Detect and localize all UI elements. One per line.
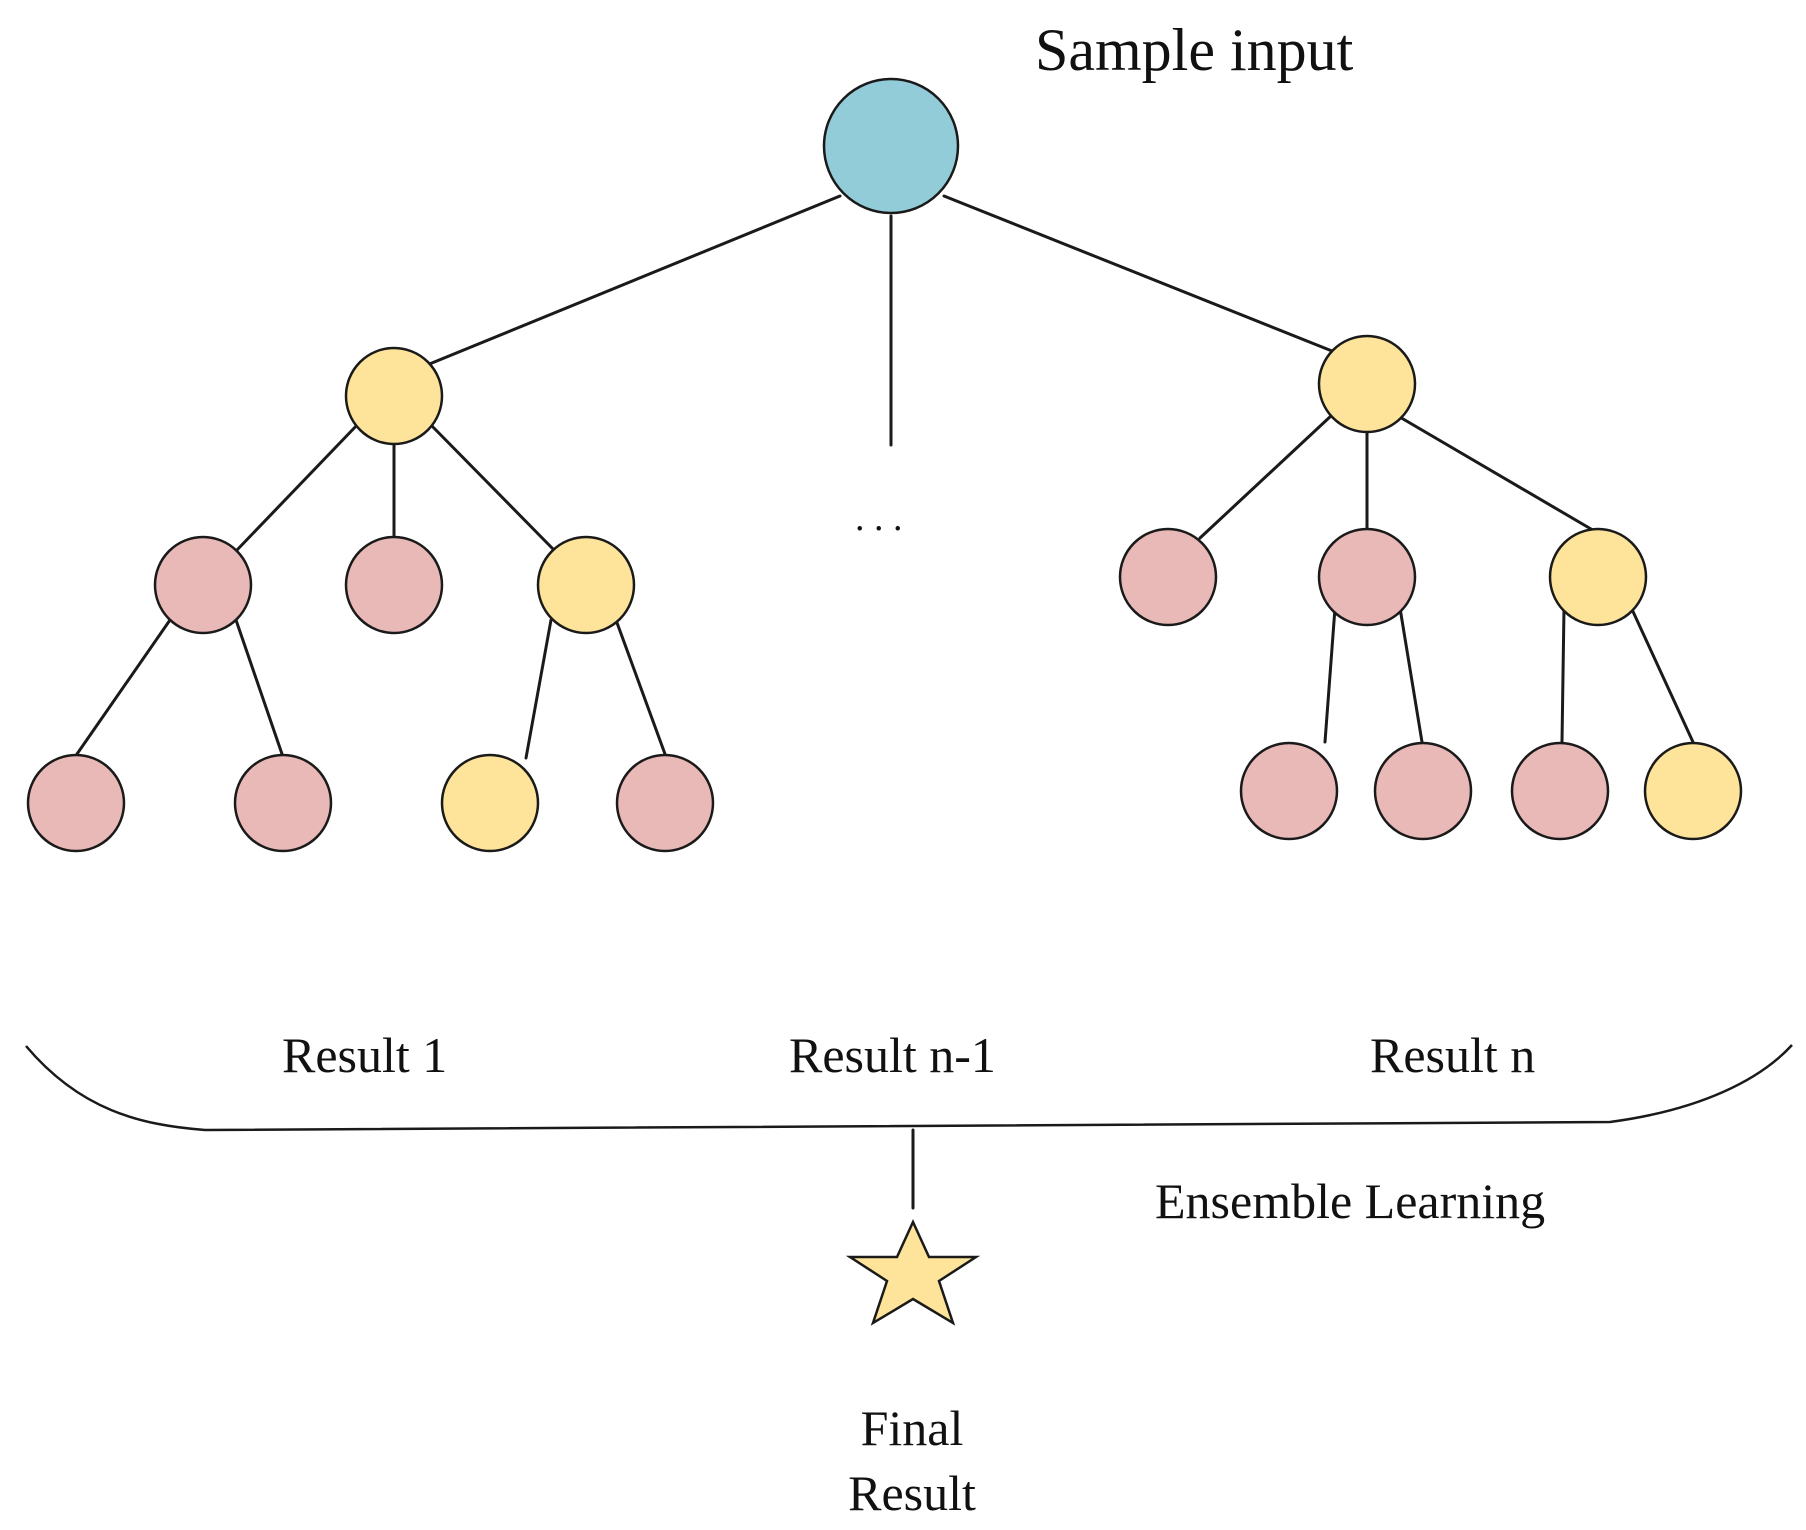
edge-r2-b — [1398, 606, 1424, 744]
edge-l3-a — [524, 618, 553, 760]
final-result-star-icon — [845, 1218, 981, 1326]
tree1-node-l2b — [344, 535, 444, 635]
label-result-n-minus-1: Result n-1 — [789, 1027, 996, 1083]
treen-node-l3c — [1510, 741, 1610, 841]
edge-r3-b — [1628, 603, 1695, 744]
tree-edges — [75, 194, 1695, 760]
label-ellipsis: . . . — [855, 497, 903, 539]
edge-right-c — [1396, 414, 1593, 531]
treen-node-l3d — [1643, 741, 1743, 841]
tree1-node-l1 — [344, 346, 444, 446]
ensemble-brace — [25, 1044, 1793, 1132]
treen-node-l3a — [1239, 741, 1339, 841]
treen-node-l2c — [1548, 527, 1648, 627]
label-final-result-line2: Result — [848, 1465, 976, 1521]
treen-node-l2b — [1317, 527, 1417, 627]
edge-r2-a — [1323, 606, 1337, 744]
edge-l1-b — [234, 618, 284, 756]
edge-left-a — [235, 421, 361, 552]
tree1-node-l2a — [153, 535, 253, 635]
label-final-result-line1: Final — [861, 1400, 964, 1456]
tree-nodes — [26, 77, 1743, 853]
root-node — [822, 77, 960, 215]
tree1-node-l2c — [536, 535, 636, 635]
edge-left-c — [427, 421, 556, 552]
treen-node-l3b — [1373, 741, 1473, 841]
edge-root-right — [942, 194, 1334, 353]
label-ensemble-learning: Ensemble Learning — [1155, 1173, 1545, 1229]
tree1-node-l3d — [615, 753, 715, 853]
tree1-node-l3c — [440, 753, 540, 853]
tree1-node-l3a — [26, 753, 126, 853]
tree1-node-l3b — [233, 753, 333, 853]
edge-right-a — [1198, 413, 1334, 540]
edge-l1-a — [75, 618, 172, 756]
label-sample-input: Sample input — [1035, 17, 1354, 83]
edge-r3-a — [1560, 606, 1566, 744]
edge-root-left — [425, 194, 842, 367]
edge-l3-b — [614, 618, 667, 756]
treen-node-l1 — [1317, 334, 1417, 434]
label-result-1: Result 1 — [282, 1027, 447, 1083]
treen-node-l2a — [1118, 527, 1218, 627]
label-result-n: Result n — [1370, 1027, 1535, 1083]
